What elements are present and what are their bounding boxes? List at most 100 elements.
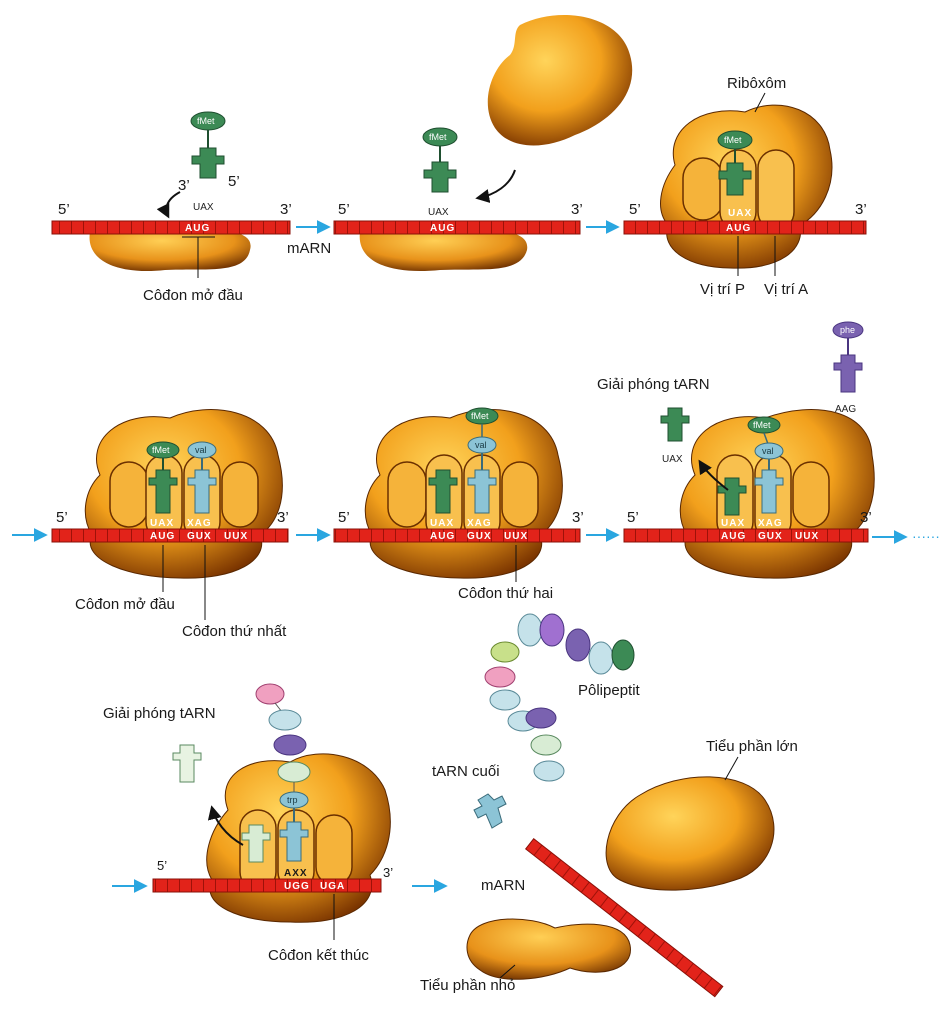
label-stop-codon: Côđon kết thúc (268, 947, 369, 964)
label-5prime-2: 5’ (338, 201, 350, 218)
aa-val-6: val (762, 446, 774, 456)
trna-last (473, 793, 507, 829)
codon-aug: AUG (185, 223, 210, 234)
anticodon-uax-3: UAX (728, 208, 752, 219)
anticodon-uax-released: UAX (662, 454, 683, 465)
codon-gux-5: GUX (467, 531, 492, 542)
label-3prime-7: 3’ (383, 865, 393, 880)
aa-fmet-2: fMet (429, 132, 447, 142)
label-5prime-5: 5’ (338, 509, 350, 526)
codon-uux-6: UUX (795, 531, 819, 542)
codon-ugg: UGG (284, 881, 310, 892)
label-start-codon: Côđon mở đầu (143, 287, 243, 304)
anticodon-xag-4: XAG (187, 518, 212, 529)
label-second-codon: Côđon thứ hai (458, 585, 553, 602)
anticodon-uax-2: UAX (428, 207, 449, 218)
label-5prime-7: 5’ (157, 858, 167, 873)
mrna-free (524, 837, 724, 998)
label-5prime-6: 5’ (627, 509, 639, 526)
anticodon-uax-5: UAX (430, 518, 454, 529)
small-subunit-free (466, 918, 631, 980)
label-5prime-3: 5’ (629, 201, 641, 218)
label-3prime-4: 3’ (277, 509, 289, 526)
label-mrna-2: mARN (481, 877, 525, 894)
label-mrna-1: mARN (287, 240, 331, 257)
codon-aug-4: AUG (150, 531, 175, 542)
label-p-site: Vị trí P (700, 281, 745, 298)
mrna-strand-6 (623, 528, 869, 543)
panel-elongation-1: AUG GUX UUX UAX XAG fMet val 5’ 3’ Côđon… (51, 409, 289, 640)
anticodon-aag: AAG (835, 404, 856, 415)
anticodon-xag-5: XAG (467, 518, 492, 529)
label-ribosome: Ribôxôm (727, 75, 786, 92)
large-subunit-free (605, 776, 775, 891)
panel-initiation-2: AUG 5’ 3’ fMet UAX (333, 15, 633, 272)
panel-dissociation: Pôlipeptit tARN cuối mARN Tiểu phần lớn … (420, 613, 798, 998)
large-subunit-floating (487, 15, 633, 146)
trna-val-4: val (187, 441, 217, 514)
panel-initiation-1: AUG Côđon mở đầu 5’ 3’ fMet 3’ 5’ UAX (51, 111, 292, 304)
label-start-codon-2: Côđon mở đầu (75, 596, 175, 613)
panel-termination: UGG UGA AXX trp Giải phóng tARN 5’ 3’ Cô… (103, 683, 393, 964)
label-3prime-3: 3’ (855, 201, 867, 218)
trna-fmet-val-5: fMet val (428, 407, 499, 514)
codon-gux-6: GUX (758, 531, 783, 542)
small-subunit-2 (359, 227, 528, 272)
label-a-site: Vị trí A (764, 281, 808, 298)
trna-released-1 (660, 407, 690, 442)
polypeptide-chain-1: trp (241, 683, 311, 863)
mrna-strand-2 (333, 220, 581, 235)
label-3prime-5: 3’ (572, 509, 584, 526)
trna-phe: phe (832, 321, 864, 393)
aa-fmet-3: fMet (724, 135, 742, 145)
label-polypeptide: Pôlipeptit (578, 682, 641, 699)
trna-fmet-4: fMet (146, 441, 180, 514)
label-3prime: 3’ (280, 201, 292, 218)
label-5prime: 5’ (58, 201, 70, 218)
codon-aug-3: AUG (726, 223, 751, 234)
label-large-subunit: Tiểu phần lớn (706, 738, 798, 755)
codon-aug-2: AUG (430, 223, 455, 234)
label-release-trna-1: Giải phóng tARN (597, 376, 710, 393)
trna-released-2 (172, 744, 202, 783)
mrna-strand-4 (51, 528, 289, 543)
codon-uga: UGA (320, 881, 345, 892)
aa-fmet-6: fMet (753, 420, 771, 430)
aa-phe: phe (840, 325, 855, 335)
trna-fmet-1: fMet (190, 111, 226, 179)
anticodon-axx: AXX (284, 868, 308, 879)
mrna-strand-5 (333, 528, 581, 543)
continuation-dots: ······ (912, 528, 940, 544)
label-3prime-6: 3’ (860, 509, 872, 526)
trna-fmet-3: fMet (717, 130, 753, 196)
codon-gux-4: GUX (187, 531, 212, 542)
aa-fmet-4: fMet (152, 445, 170, 455)
anticodon-xag-6: XAG (758, 518, 783, 529)
label-release-trna-2: Giải phóng tARN (103, 705, 216, 722)
label-first-codon: Côđon thứ nhất (182, 623, 287, 640)
panel-elongation-3: AUG GUX UUX UAX XAG fMet val UAX Giải ph… (597, 321, 940, 579)
codon-uux-4: UUX (224, 531, 248, 542)
mrna-strand-3 (623, 220, 867, 235)
codon-aug-5: AUG (430, 531, 455, 542)
label-5prime-4: 5’ (56, 509, 68, 526)
aa-trp: trp (287, 795, 298, 805)
aa-fmet: fMet (197, 116, 215, 126)
codon-uux-5: UUX (504, 531, 528, 542)
trna-fmet-2: fMet (422, 127, 458, 193)
label-small-subunit: Tiểu phần nhỏ (420, 977, 515, 994)
label-3prime-2: 3’ (571, 201, 583, 218)
label-3prime-trna: 3’ (178, 177, 190, 194)
mrna-strand-7 (152, 878, 382, 893)
label-5prime-trna: 5’ (228, 173, 240, 190)
codon-aug-6: AUG (721, 531, 746, 542)
small-subunit-1 (89, 227, 251, 272)
aa-val-5: val (475, 440, 487, 450)
polypeptide-chain-2 (484, 613, 635, 782)
anticodon-uax-4: UAX (150, 518, 174, 529)
panel-initiation-3: AUG fMet UAX 5’ 3’ Ribôxôm Vị trí P Vị t… (623, 75, 867, 298)
panel-elongation-2: AUG GUX UUX UAX XAG fMet val 5’ 3’ Côđon… (333, 407, 584, 602)
aa-fmet-5: fMet (471, 411, 489, 421)
